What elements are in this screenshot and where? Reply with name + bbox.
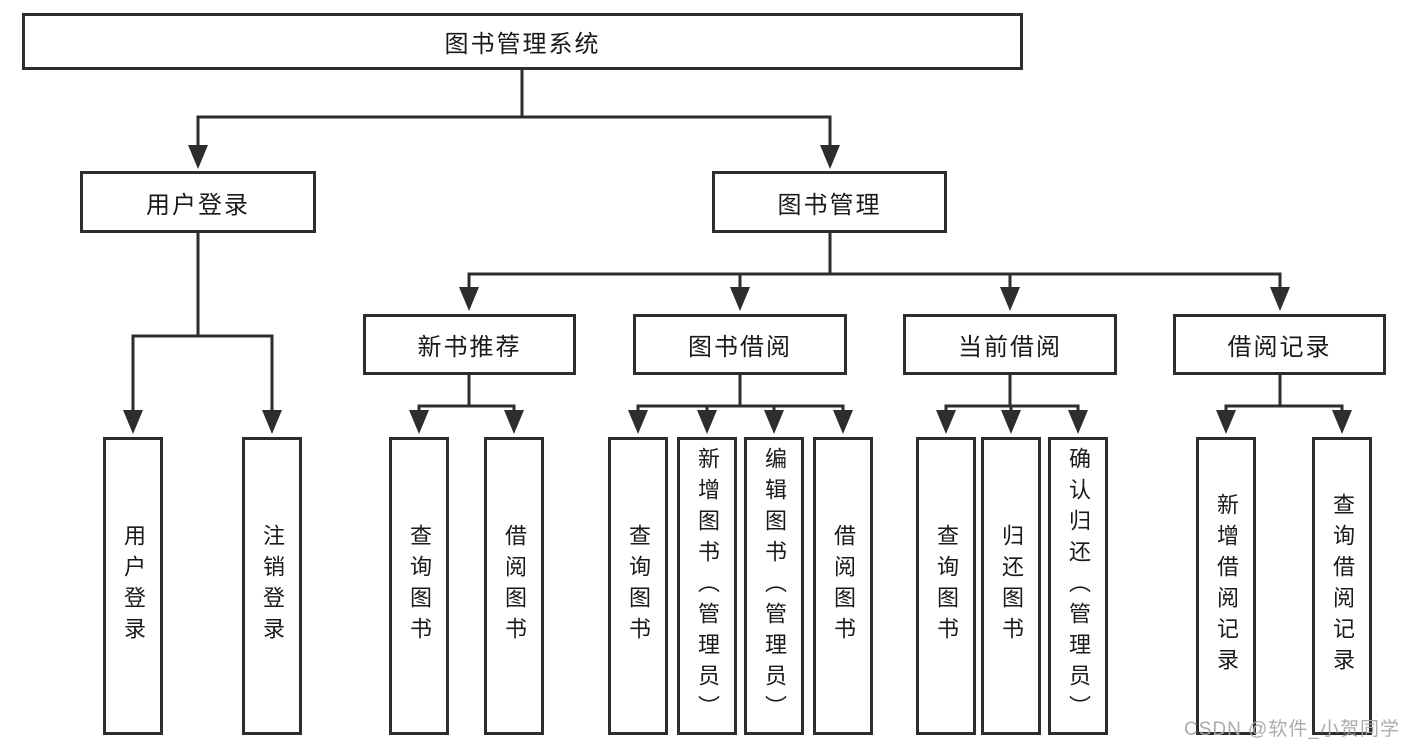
node-book-borrowing: 图书借阅 [633,314,847,375]
leaf-confirm-return-admin-label: 确认归还（管理员） [1066,446,1091,726]
arrowhead [1332,410,1352,434]
leaf-current-query-book: 查询图书 [916,437,976,735]
arrowhead [628,410,648,434]
arrowhead [697,410,717,434]
leaf-edit-book-admin-label: 编辑图书（管理员） [762,446,787,726]
connector-currentborrow-to-leaves [944,373,1080,414]
arrowhead [409,410,429,434]
arrowhead [1000,287,1020,311]
leaf-current-query-book-label: 查询图书 [934,524,959,648]
arrowhead [833,410,853,434]
leaf-logout-login-label: 注销登录 [260,524,285,648]
leaf-borrowing-query-book: 查询图书 [608,437,668,735]
leaf-edit-book-admin: 编辑图书（管理员） [744,437,804,735]
leaf-add-book-admin-label: 新增图书（管理员） [695,446,720,726]
arrowhead [1068,410,1088,434]
arrowhead [820,145,840,169]
node-root-label: 图书管理系统 [444,31,601,58]
leaf-add-book-admin: 新增图书（管理员） [677,437,737,735]
arrowhead [1270,287,1290,311]
leaf-add-borrow-record: 新增借阅记录 [1196,437,1256,735]
leaf-user-login-label: 用户登录 [121,524,146,648]
node-book-management-label: 图书管理 [777,191,882,219]
leaf-recommend-borrow-book-label: 借阅图书 [502,524,527,648]
arrowhead [262,410,282,434]
arrowhead [936,410,956,434]
connector-borrowing-to-leaves [636,373,845,414]
node-current-borrowing: 当前借阅 [903,314,1117,375]
connector-userlogin-to-leaves [131,231,274,414]
csdn-watermark: CSDN @软件_小贺同学 [1184,719,1400,740]
node-borrowing-records: 借阅记录 [1173,314,1386,375]
arrowhead [1001,410,1021,434]
node-book-borrowing-label: 图书借阅 [688,334,792,361]
arrowhead [1216,410,1236,434]
leaf-borrowing-borrow-book: 借阅图书 [813,437,873,735]
arrowhead [730,287,750,311]
leaf-recommend-query-book: 查询图书 [389,437,449,735]
arrowhead [188,145,208,169]
leaf-user-login: 用户登录 [103,437,163,735]
node-user-login: 用户登录 [80,171,316,233]
node-borrowing-records-label: 借阅记录 [1227,334,1332,361]
leaf-logout-login: 注销登录 [242,437,302,735]
leaf-recommend-borrow-book: 借阅图书 [484,437,544,735]
node-new-book-recommend-label: 新书推荐 [417,334,522,361]
leaf-return-book: 归还图书 [981,437,1041,735]
leaf-add-borrow-record-label: 新增借阅记录 [1214,493,1239,679]
arrowhead [459,287,479,311]
node-new-book-recommend: 新书推荐 [363,314,576,375]
leaf-borrowing-borrow-book-label: 借阅图书 [831,524,856,648]
node-book-management: 图书管理 [712,171,947,233]
leaf-borrowing-query-book-label: 查询图书 [626,524,651,648]
leaf-query-borrow-record: 查询借阅记录 [1312,437,1372,735]
connector-root-to-level2 [196,68,832,149]
node-root: 图书管理系统 [22,13,1023,70]
leaf-recommend-query-book-label: 查询图书 [407,524,432,648]
arrowhead [764,410,784,434]
connector-records-to-leaves [1224,373,1344,414]
leaf-confirm-return-admin: 确认归还（管理员） [1048,437,1108,735]
arrowhead [123,410,143,434]
leaf-return-book-label: 归还图书 [999,524,1024,648]
node-current-borrowing-label: 当前借阅 [958,334,1062,361]
node-user-login-label: 用户登录 [146,191,250,219]
leaf-query-borrow-record-label: 查询借阅记录 [1330,493,1355,679]
connector-recommend-to-leaves [417,373,516,414]
connector-bookmgmt-to-level3 [467,231,1282,291]
arrowhead [504,410,524,434]
